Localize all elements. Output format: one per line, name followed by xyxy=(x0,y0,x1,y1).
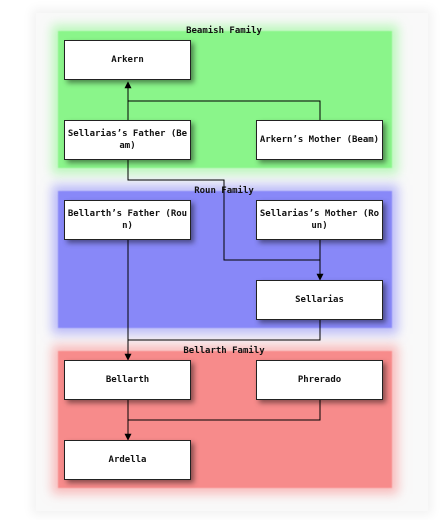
node-sellarias-mother[interactable]: Sellarias’s Mother (Roun) xyxy=(256,200,383,240)
node-arkern-mother[interactable]: Arkern’s Mother (Beam) xyxy=(256,120,383,160)
cluster-label-beamish: Beamish Family xyxy=(186,26,262,36)
node-arkern[interactable]: Arkern xyxy=(64,40,191,80)
edge-sellarias-father-to-sellarias xyxy=(127,160,320,261)
edge-sellarias-to-bellarth xyxy=(128,320,321,341)
node-ardella[interactable]: Ardella xyxy=(64,440,191,480)
node-bellarth[interactable]: Bellarth xyxy=(64,360,191,400)
node-sellarias[interactable]: Sellarias xyxy=(256,280,383,320)
edge-arkern-mother-to-arkern xyxy=(128,100,321,120)
node-phrerado[interactable]: Phrerado xyxy=(256,360,383,400)
edge-phrerado-to-ardella xyxy=(128,400,321,421)
node-sellarias-father[interactable]: Sellarias’s Father (Beam) xyxy=(64,120,191,160)
node-bellarth-father[interactable]: Bellarth’s Father (Roun) xyxy=(64,200,191,240)
cluster-label-bellarth: Bellarth Family xyxy=(183,346,265,356)
